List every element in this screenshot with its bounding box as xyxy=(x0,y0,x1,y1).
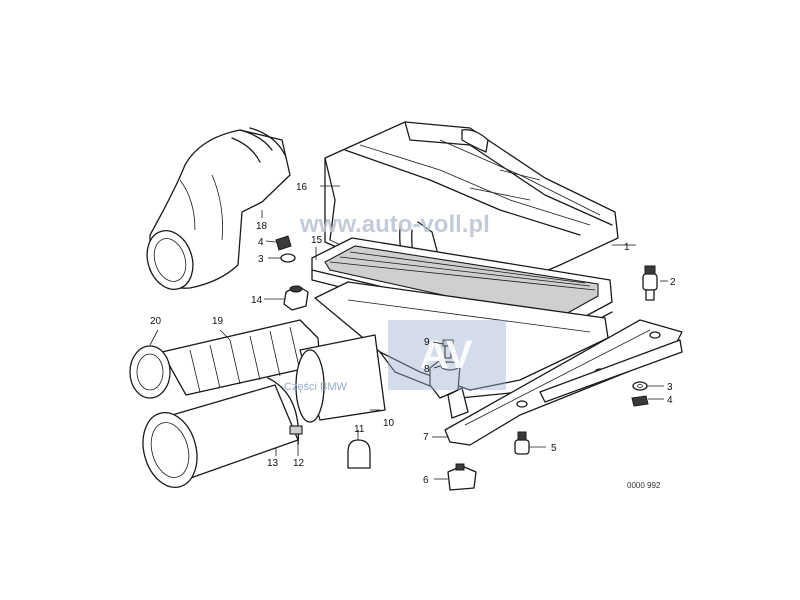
callout-10: 10 xyxy=(383,418,395,429)
bolt-9 xyxy=(442,339,454,359)
nut-4-right xyxy=(631,395,649,407)
callout-5: 5 xyxy=(551,443,557,454)
washer-8 xyxy=(440,361,460,371)
rubber-mount-5 xyxy=(514,431,530,455)
cap-11 xyxy=(347,439,371,469)
callout-4-left: 4 xyxy=(258,237,264,248)
mounting-bracket xyxy=(444,319,683,446)
nut-4-left xyxy=(275,235,292,251)
air-duct-10 xyxy=(295,334,386,423)
callout-15: 15 xyxy=(311,235,323,246)
callout-6: 6 xyxy=(423,475,429,486)
callout-14: 14 xyxy=(251,295,263,306)
callout-7: 7 xyxy=(423,432,429,443)
watermark-caption: Części BMW xyxy=(284,381,348,393)
clip-nut-6 xyxy=(447,463,477,491)
callout-20: 20 xyxy=(150,316,162,327)
watermark-url: www.auto-voll.pl xyxy=(299,211,490,238)
rubber-mount-2 xyxy=(642,265,658,301)
washer-3-right xyxy=(632,381,648,391)
callout-4-right: 4 xyxy=(667,395,673,406)
hose-clamp-12 xyxy=(267,377,303,446)
callout-16: 16 xyxy=(296,182,308,193)
watermark-logo: AV xyxy=(420,333,473,377)
large-boot-13 xyxy=(142,384,299,488)
elbow-intake-hose xyxy=(146,127,291,290)
watermark: www.auto-voll.pl AV Części BMW xyxy=(284,211,506,393)
callout-11: 11 xyxy=(354,424,365,435)
callout-3-left: 3 xyxy=(258,254,264,265)
callout-13: 13 xyxy=(267,458,279,469)
callout-12: 12 xyxy=(293,458,305,469)
callout-labels: 1 2 3 4 5 6 7 8 9 10 11 12 13 14 15 16 1… xyxy=(150,182,676,486)
washer-3-left xyxy=(280,253,296,263)
callout-3-right: 3 xyxy=(667,382,673,393)
leader-lines xyxy=(149,185,668,480)
rubber-mount-14 xyxy=(283,285,309,311)
callout-19: 19 xyxy=(212,316,224,327)
callout-1: 1 xyxy=(624,242,630,253)
callout-2: 2 xyxy=(670,277,676,288)
bellows-hose xyxy=(129,319,321,399)
watermark-logo-box xyxy=(388,320,506,390)
reference-code: 0000 992 xyxy=(627,481,661,490)
callout-9: 9 xyxy=(424,337,430,348)
callout-18: 18 xyxy=(256,221,268,232)
callout-8: 8 xyxy=(424,364,430,375)
